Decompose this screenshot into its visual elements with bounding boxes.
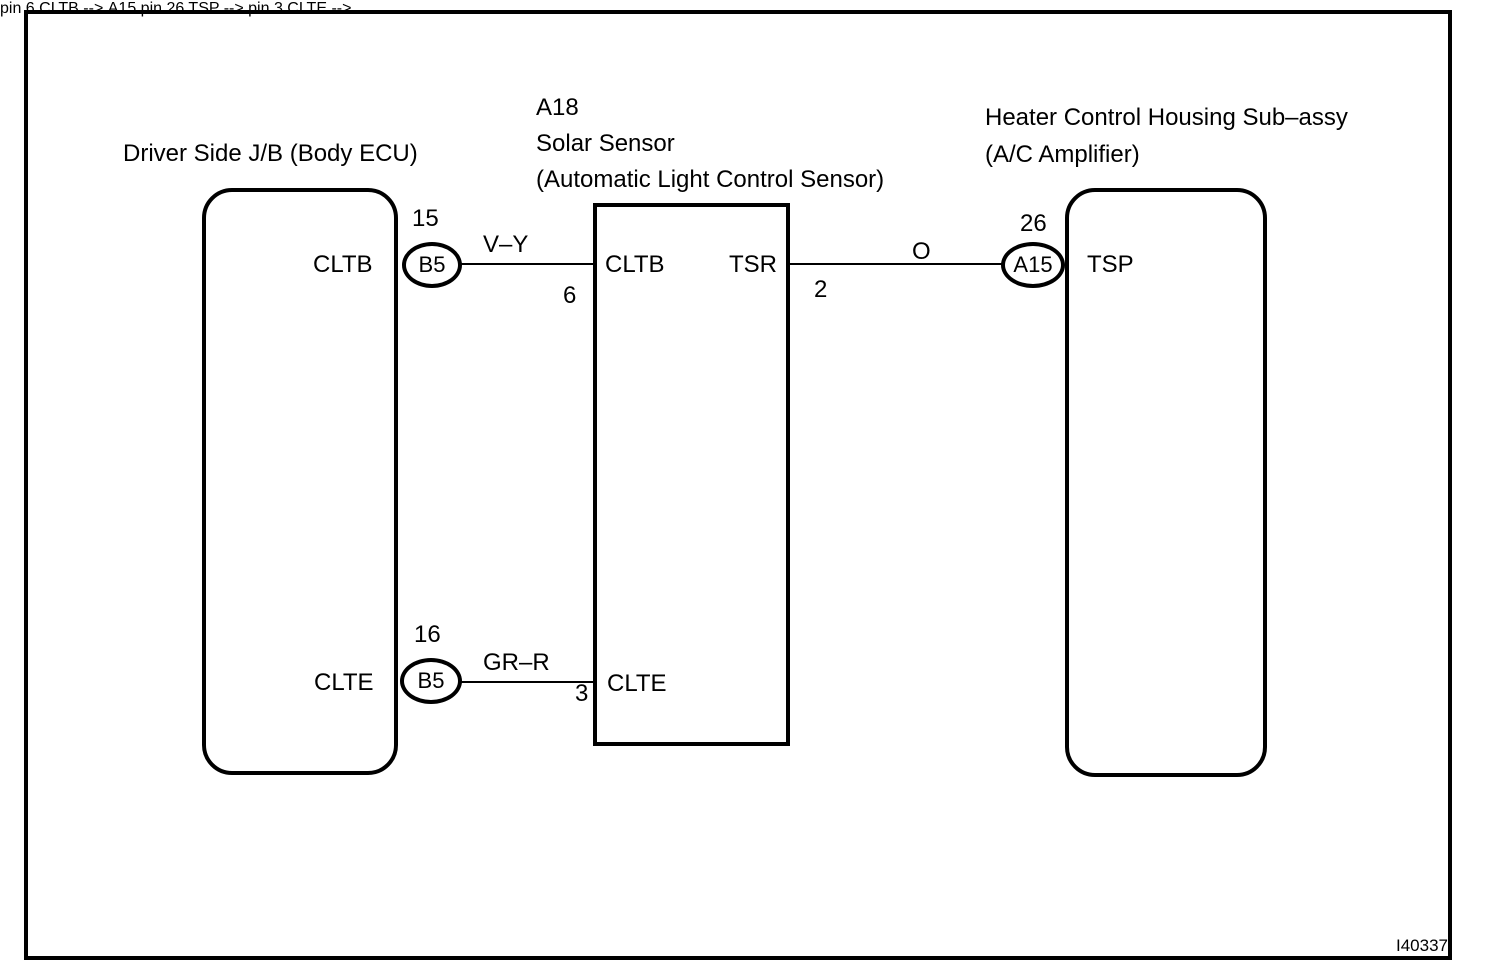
connector-b5-upper: B5 bbox=[402, 242, 462, 288]
solar-sensor-title-block: A18 Solar Sensor (Automatic Light Contro… bbox=[536, 90, 884, 198]
figure-id: I40337 bbox=[1396, 936, 1448, 955]
wire-o-label: O bbox=[912, 238, 931, 265]
wire-grr bbox=[455, 681, 595, 683]
wire-grr-label: GR–R bbox=[483, 649, 550, 676]
wire-vy-label: V–Y bbox=[483, 231, 529, 258]
solar-sensor-box bbox=[593, 203, 790, 746]
terminal-clte-sensor: CLTE bbox=[607, 670, 667, 697]
connector-b5-lower-label: B5 bbox=[417, 668, 445, 693]
driver-jb-title: Driver Side J/B (Body ECU) bbox=[123, 140, 418, 167]
pin-16-label: 16 bbox=[414, 621, 441, 648]
terminal-cltb-driver: CLTB bbox=[313, 251, 373, 278]
pin-3-label: 3 bbox=[575, 680, 589, 707]
terminal-clte-driver: CLTE bbox=[314, 669, 374, 696]
connector-a15: A15 bbox=[1001, 242, 1065, 288]
heater-control-subtitle: (A/C Amplifier) bbox=[985, 141, 1140, 168]
solar-sensor-subtitle: (Automatic Light Control Sensor) bbox=[536, 166, 885, 193]
diagram-border bbox=[24, 10, 1452, 960]
pin-26-label: 26 bbox=[1020, 210, 1047, 237]
heater-control-title: Heater Control Housing Sub–assy bbox=[985, 104, 1348, 131]
terminal-cltb-sensor: CLTB bbox=[605, 251, 665, 278]
wire-o bbox=[788, 263, 1005, 265]
heater-control-title-block: Heater Control Housing Sub–assy (A/C Amp… bbox=[985, 99, 1348, 173]
pin-15-label: 15 bbox=[412, 205, 439, 232]
pin-2-label: 2 bbox=[814, 276, 828, 303]
terminal-tsr: TSR bbox=[729, 251, 777, 278]
connector-b5-upper-label: B5 bbox=[418, 252, 446, 277]
solar-sensor-name: Solar Sensor bbox=[536, 130, 675, 157]
heater-control-box bbox=[1065, 188, 1267, 777]
solar-sensor-code: A18 bbox=[536, 94, 579, 121]
pin-6-label: 6 bbox=[563, 282, 577, 309]
terminal-tsp: TSP bbox=[1087, 251, 1134, 278]
driver-jb-box bbox=[202, 188, 398, 775]
wire-vy bbox=[455, 263, 595, 265]
connector-a15-label: A15 bbox=[1013, 252, 1053, 277]
connector-b5-lower: B5 bbox=[400, 658, 462, 704]
